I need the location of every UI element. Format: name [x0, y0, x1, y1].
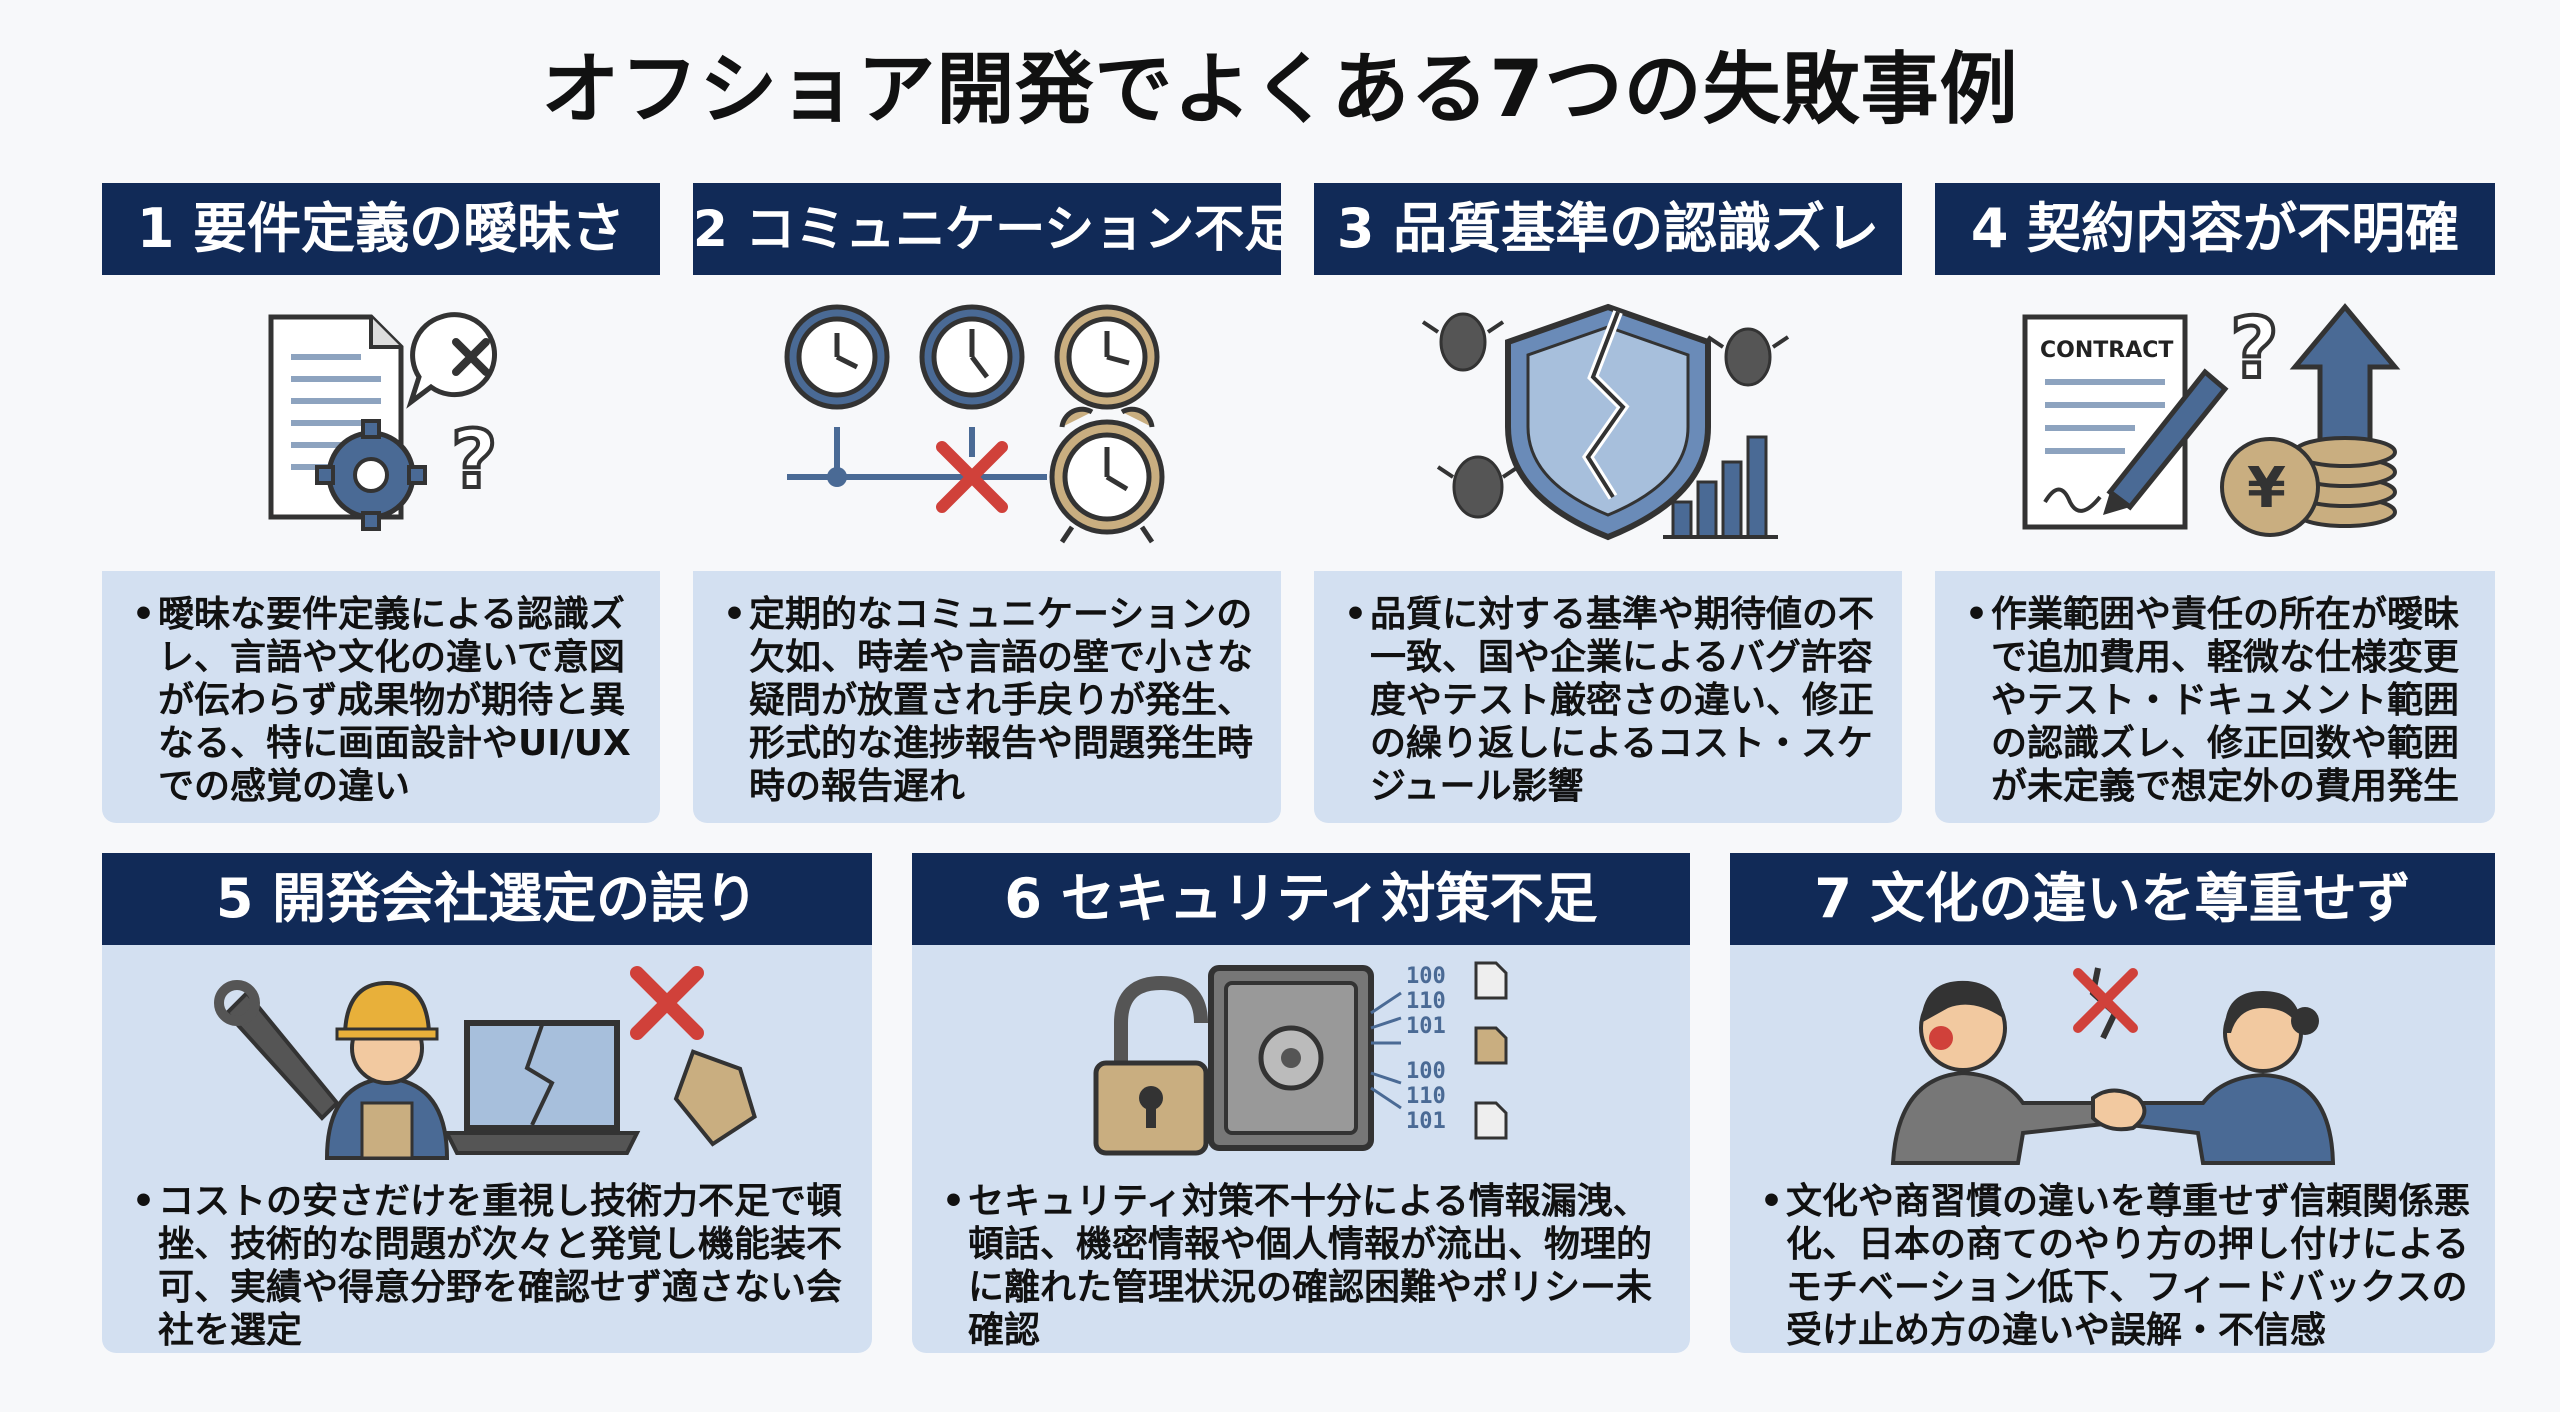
card-heading: 4 契約内容が不明確 — [1935, 183, 2495, 275]
card-text: 定期的なコミュニケーションの欠如、時差や言語の壁で小さな疑問が放置され手戻りが発… — [749, 593, 1261, 808]
card-quality: 3 品質基準の認識ズレ •品質に対する基準や期待値の不一致、国や企業によるバグ許… — [1314, 183, 1902, 823]
card-contract: 4 契約内容が不明確 CONTRACT ? ¥ •作業範囲や責任の所在が曖昧で追… — [1935, 183, 2495, 823]
binary-text: 110 — [1406, 989, 1446, 1014]
card-description: •曖昧な要件定義による認識ズレ、言語や文化の違いで意図が伝わらず成果物が期待と異… — [102, 571, 660, 823]
card-communication: 2 コミュニケーション不足 — [693, 183, 1281, 823]
card-heading: 6 セキュリティ対策不足 — [912, 853, 1690, 945]
binary-text: 101 — [1406, 1014, 1446, 1039]
card-heading: 3 品質基準の認識ズレ — [1314, 183, 1902, 275]
card-vendor-selection: 5 開発会社選定の誤り •コストの安さだけを重視し技術力不足で頓挫、技術的な問題… — [102, 853, 872, 1353]
card-text: 文化や商習慣の違いを尊重せず信頼関係悪化、日本の商てのやり方の押し付けによるモチ… — [1786, 1180, 2475, 1352]
card-requirements: 1 要件定義の曖昧さ ? •曖昧な要件定義による認識ズレ、言語や文化の違いで意図… — [102, 183, 660, 823]
card-text: 作業範囲や責任の所在が曖昧で追加費用、軽微な仕様変更やテスト・ドキュメント範囲の… — [1991, 593, 2475, 808]
contract-label: CONTRACT — [2040, 338, 2173, 363]
card-heading: 1 要件定義の曖昧さ — [102, 183, 660, 275]
svg-text:¥: ¥ — [2247, 456, 2286, 521]
worker-broken-laptop-icon — [102, 945, 872, 1170]
svg-text:?: ? — [451, 413, 497, 506]
card-heading: 7 文化の違いを尊重せず — [1730, 853, 2495, 945]
card-text: セキュリティ対策不十分による情報漏洩、頓話、機密情報や個人情報が流出、物理的に離… — [968, 1180, 1670, 1352]
handshake-conflict-icon — [1730, 945, 2495, 1170]
card-description: •コストの安さだけを重視し技術力不足で頓挫、技術的な問題が次々と発覚し機能装不可… — [102, 1170, 872, 1353]
card-heading: 5 開発会社選定の誤り — [102, 853, 872, 945]
card-text: 品質に対する基準や期待値の不一致、国や企業によるバグ許容度やテスト厳密さの違い、… — [1370, 593, 1882, 808]
card-text: 曖昧な要件定義による認識ズレ、言語や文化の違いで意図が伝わらず成果物が期待と異な… — [158, 593, 640, 808]
card-security: 6 セキュリティ対策不足 100 110 101 100 110 101 — [912, 853, 1690, 1353]
card-culture: 7 文化の違いを尊重せず •文化や商習慣の違いを尊重せず信頼関係悪化、日本の商て… — [1730, 853, 2495, 1353]
card-description: •作業範囲や責任の所在が曖昧で追加費用、軽微な仕様変更やテスト・ドキュメント範囲… — [1935, 571, 2495, 823]
card-description: •品質に対する基準や期待値の不一致、国や企業によるバグ許容度やテスト厳密さの違い… — [1314, 571, 1902, 823]
page-title: オフショア開発でよくある7つの失敗事例 — [0, 40, 2560, 140]
svg-text:?: ? — [2230, 299, 2279, 397]
binary-text: 110 — [1406, 1084, 1446, 1109]
binary-text: 100 — [1406, 1059, 1446, 1084]
safe-binary-leak-icon: 100 110 101 100 110 101 — [912, 945, 1690, 1170]
binary-text: 101 — [1406, 1109, 1446, 1134]
card-heading: 2 コミュニケーション不足 — [693, 183, 1281, 275]
card-description: •セキュリティ対策不十分による情報漏洩、頓話、機密情報や個人情報が流出、物理的に… — [912, 1170, 1690, 1353]
card-description: •定期的なコミュニケーションの欠如、時差や言語の壁で小さな疑問が放置され手戻りが… — [693, 571, 1281, 823]
card-description: •文化や商習慣の違いを尊重せず信頼関係悪化、日本の商てのやり方の押し付けによるモ… — [1730, 1170, 2495, 1353]
binary-text: 100 — [1406, 964, 1446, 989]
card-text: コストの安さだけを重視し技術力不足で頓挫、技術的な問題が次々と発覚し機能装不可、… — [158, 1180, 852, 1352]
